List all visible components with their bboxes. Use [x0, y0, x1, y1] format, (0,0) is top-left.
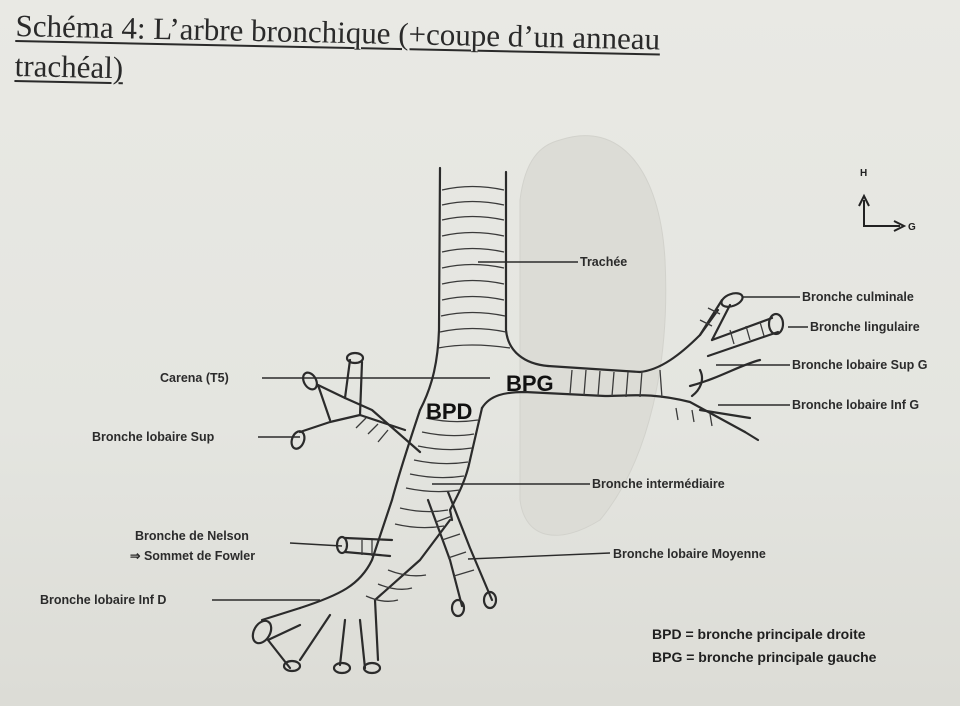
legend-bpd: BPD = bronche principale droite	[652, 626, 866, 642]
lingulaire-branch	[708, 318, 778, 356]
lingulaire-opening	[769, 314, 783, 334]
lobar-sup-d-opening-top	[347, 353, 363, 363]
legend-bpg: BPG = bronche principale gauche	[652, 649, 877, 665]
lobar-sup-d-opening-low	[289, 429, 306, 450]
label-carena: Carena (T5)	[160, 371, 229, 385]
lung-silhouette	[520, 136, 666, 536]
lobar-inf-d	[262, 520, 450, 668]
diagram-labels: Trachée Carena (T5) Bronche culminale Br…	[40, 255, 927, 607]
lobar-sup-d-opening-left	[300, 370, 319, 392]
label-culminale: Bronche culminale	[802, 290, 914, 304]
label-trachee: Trachée	[580, 255, 627, 269]
label-lobaire-sup: Bronche lobaire Sup	[92, 430, 215, 444]
lobar-moyenne	[428, 492, 492, 606]
label-lobaire-inf-d: Bronche lobaire Inf D	[40, 593, 166, 607]
legend: BPD = bronche principale droite BPG = br…	[652, 626, 877, 665]
label-lobaire-inf-g: Bronche lobaire Inf G	[792, 398, 919, 412]
nelson-branch	[345, 538, 392, 556]
lobar-moyenne-opening-1	[452, 600, 464, 616]
label-bpg: BPG	[506, 371, 554, 396]
nelson-opening	[337, 537, 347, 553]
trachea-left-wall	[420, 168, 440, 410]
lobar-inf-g-branch	[700, 410, 758, 440]
label-intermediaire: Bronche intermédiaire	[592, 477, 725, 491]
orientation-marker: H G	[859, 168, 916, 233]
label-bpd: BPD	[426, 399, 472, 424]
orientation-right-label: G	[908, 222, 916, 233]
trachea-rings	[438, 187, 510, 349]
leader-nelson	[290, 543, 342, 546]
label-nelson-1: Bronche de Nelson	[135, 529, 249, 543]
label-lingulaire: Bronche lingulaire	[810, 320, 920, 334]
lobar-inf-d-opening-3	[334, 663, 350, 673]
orientation-up-label: H	[860, 168, 867, 179]
label-lobaire-moyenne: Bronche lobaire Moyenne	[613, 547, 766, 561]
bronchial-tree-outline	[249, 168, 783, 673]
lobar-inf-d-opening-4	[364, 663, 380, 673]
label-nelson-2: ⇒ Sommet de Fowler	[130, 549, 255, 563]
lobar-sup-d-upper	[345, 360, 362, 415]
culminale-opening	[720, 291, 745, 310]
lobar-inf-d-opening-2	[284, 661, 300, 671]
label-lobaire-sup-g: Bronche lobaire Sup G	[792, 358, 927, 372]
leader-moyenne	[468, 553, 610, 559]
lobar-inf-d-opening-1	[249, 618, 275, 647]
